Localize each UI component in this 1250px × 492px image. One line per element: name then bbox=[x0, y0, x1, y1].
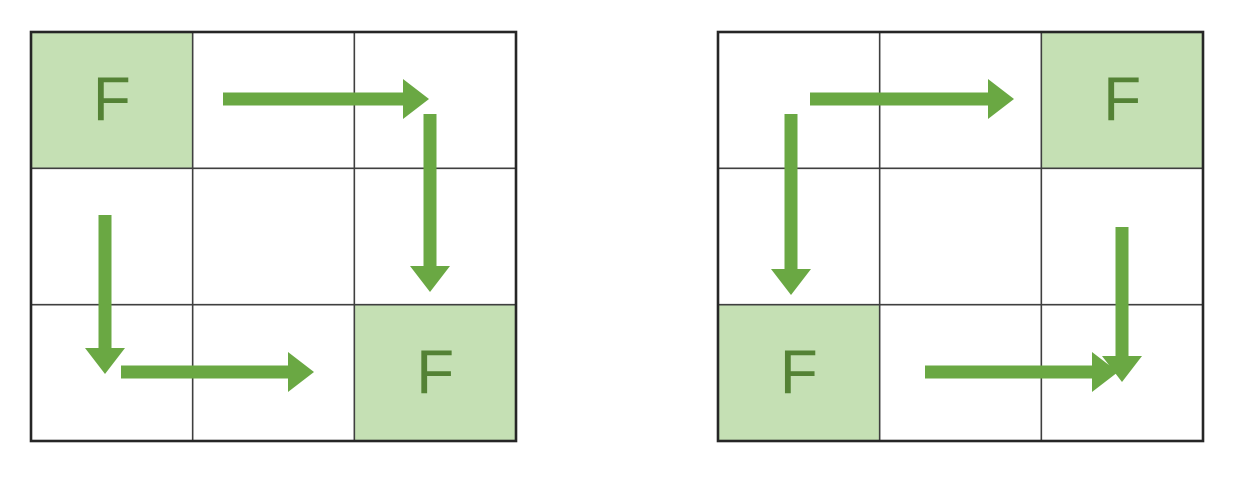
grid-outer-border bbox=[29, 30, 518, 443]
arrow-down-right-column-arrow bbox=[410, 114, 450, 292]
grid-cell[interactable] bbox=[354, 304, 516, 441]
arrow-right-top-arrow bbox=[810, 79, 1014, 119]
arrow-right-bottom-arrow bbox=[925, 352, 1118, 392]
arrow-right-top-arrow bbox=[223, 79, 429, 119]
grid-cell[interactable] bbox=[31, 168, 193, 305]
cell-label-f: F bbox=[780, 338, 818, 407]
arrow-down-left-column-arrow bbox=[85, 215, 125, 374]
cell-label-f: F bbox=[1103, 66, 1141, 135]
grid-outer-border bbox=[716, 30, 1205, 443]
arrow-right-bottom-arrow bbox=[121, 352, 314, 392]
grid-cell[interactable] bbox=[192, 168, 355, 305]
cell-label-f: F bbox=[416, 338, 454, 407]
cell-label-f: F bbox=[93, 66, 131, 135]
grid-cell[interactable] bbox=[1041, 32, 1203, 169]
arrow-down-right-column-arrow bbox=[1102, 227, 1142, 382]
grid-cell[interactable] bbox=[879, 168, 1042, 305]
arrow-down-left-column-arrow bbox=[771, 114, 811, 295]
grid-cell[interactable] bbox=[718, 304, 880, 441]
left-grid: FF bbox=[29, 30, 518, 443]
right-grid: FF bbox=[716, 30, 1205, 443]
grid-cell[interactable] bbox=[31, 32, 193, 169]
